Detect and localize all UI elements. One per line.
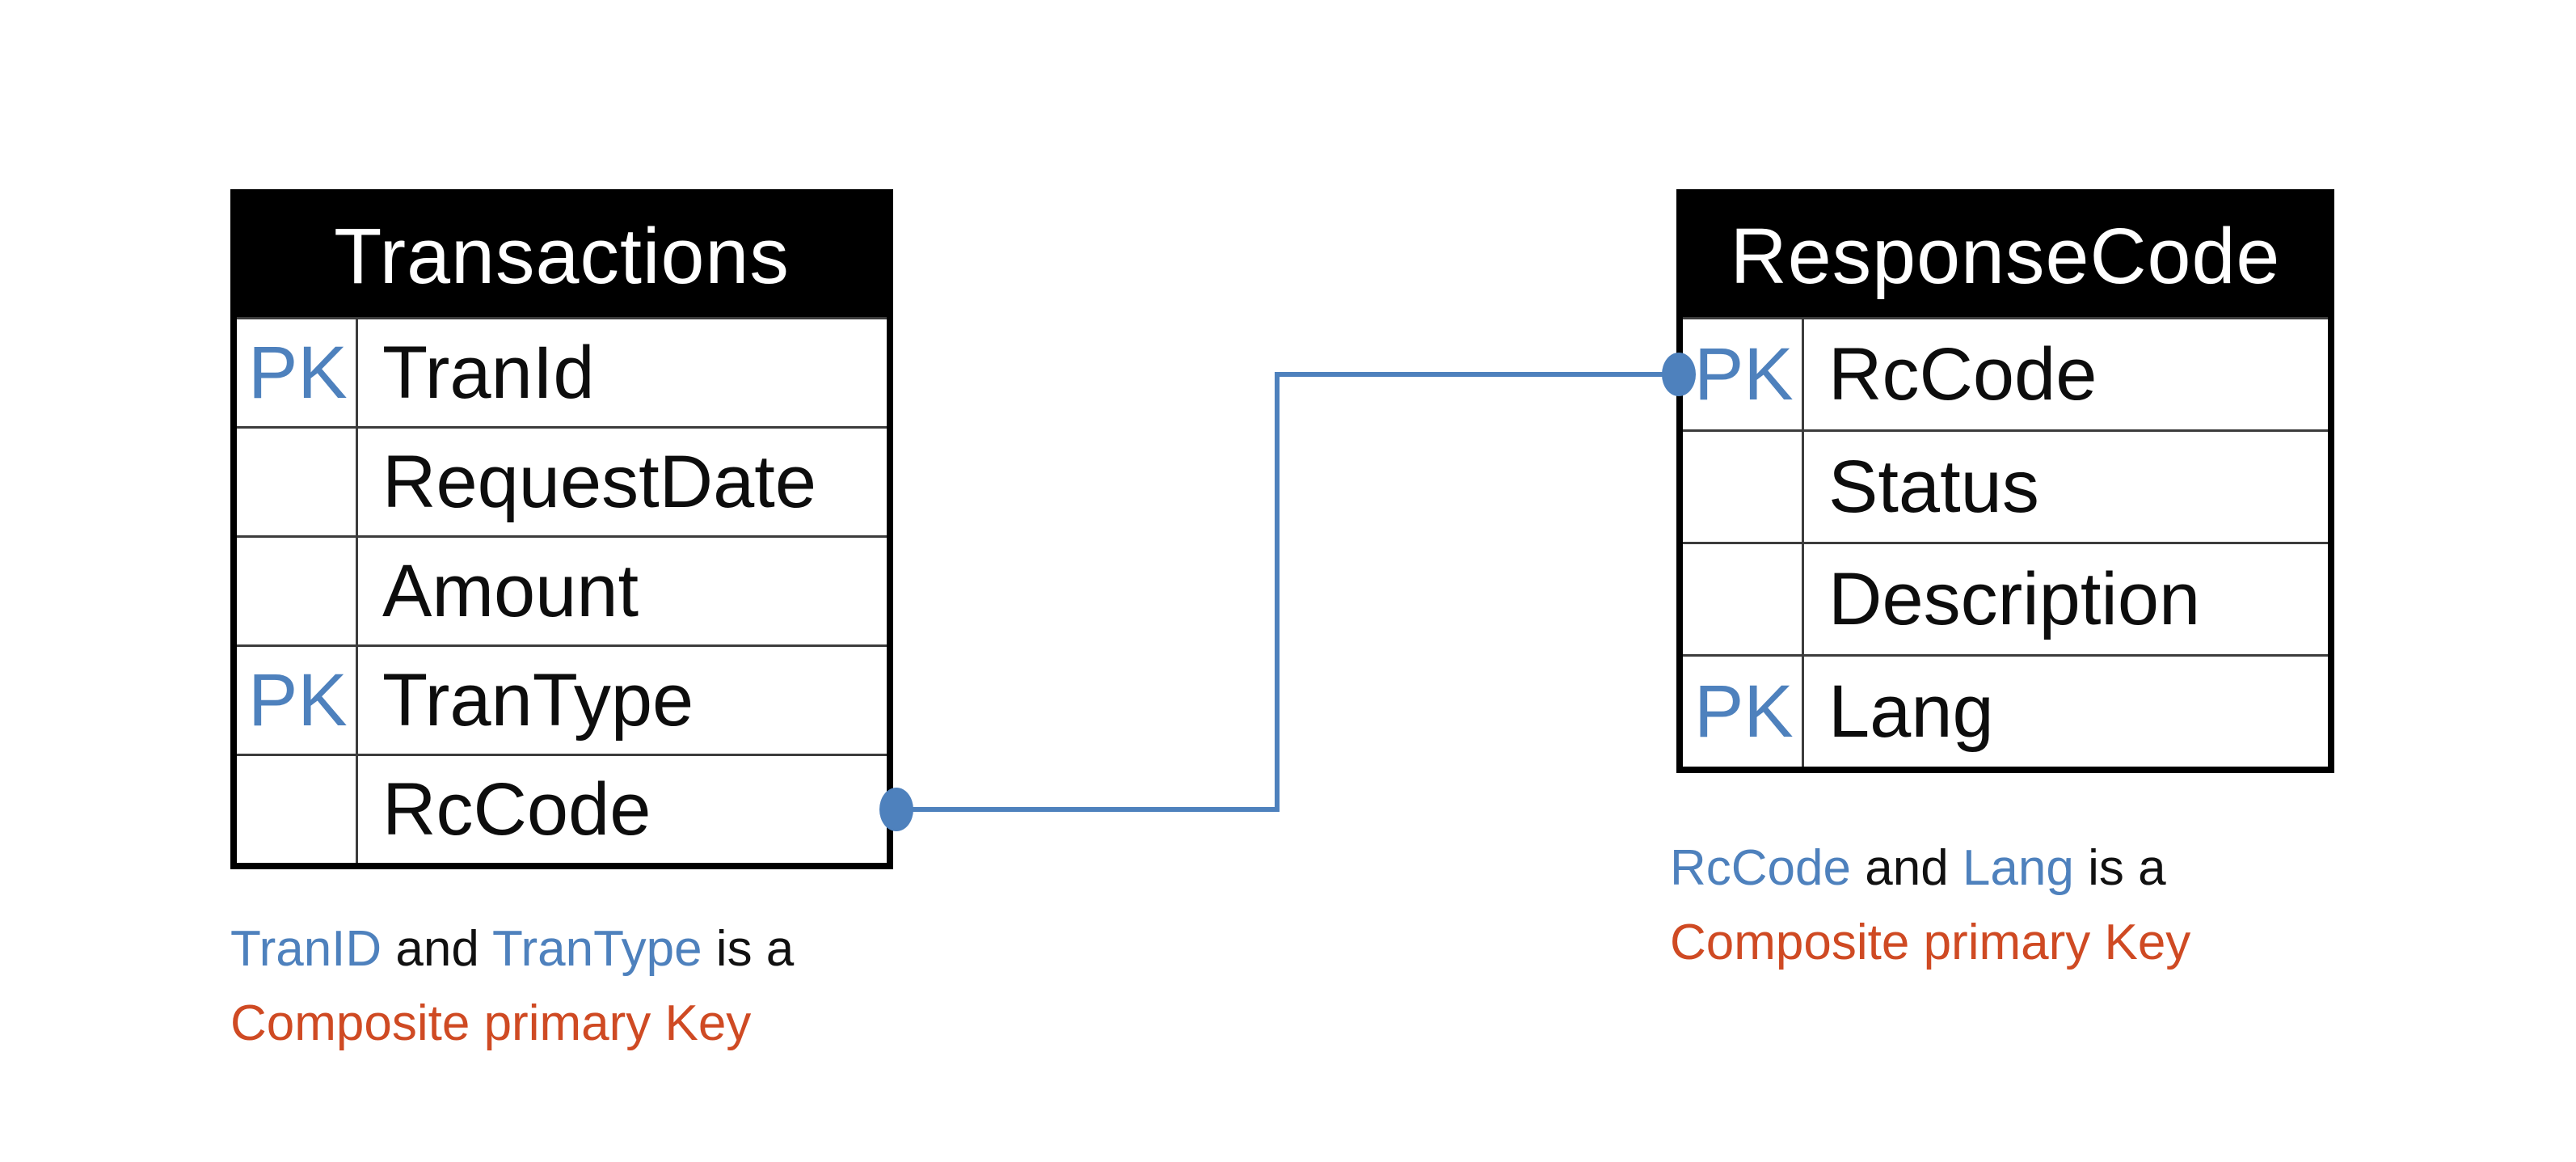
field-cell: Lang [1828, 670, 1994, 753]
pk-cell [237, 756, 358, 863]
field-cell: RcCode [382, 767, 651, 851]
table-row: RequestDate [237, 426, 887, 535]
note-text: and [382, 921, 492, 977]
field-cell: TranType [382, 658, 694, 742]
table-transactions: Transactions PK TranId RequestDate Amoun… [230, 189, 893, 869]
table-responsecode: ResponseCode PK RcCode Status Descriptio… [1676, 189, 2334, 773]
field-cell: TranId [382, 331, 595, 414]
note-line1: RcCode and Lang is a [1670, 831, 2190, 906]
table-transactions-title: Transactions [237, 196, 887, 317]
note-responsecode-composite-key: RcCode and Lang is a Composite primary K… [1670, 831, 2190, 980]
field-cell: RequestDate [382, 440, 816, 523]
pk-cell [1683, 544, 1804, 654]
field-cell: RcCode [1828, 332, 2097, 416]
note-transactions-composite-key: TranID and TranType is a Composite prima… [230, 912, 794, 1061]
table-row: Status [1683, 429, 2328, 542]
note-text: is a [2073, 840, 2166, 896]
note-pk-field: RcCode [1670, 840, 1851, 896]
table-row: PK RcCode [1683, 317, 2328, 429]
note-pk-field: TranID [230, 921, 382, 977]
pk-cell: PK [237, 319, 358, 426]
table-row: PK Lang [1683, 654, 2328, 767]
note-line2: Composite primary Key [1670, 915, 2191, 970]
field-cell: Description [1828, 557, 2201, 640]
note-pk-field: TranType [491, 921, 702, 977]
table-row: Amount [237, 535, 887, 644]
note-text: and [1851, 840, 1963, 896]
note-line1: TranID and TranType is a [230, 912, 794, 987]
pk-cell [1683, 432, 1804, 542]
connector-line [893, 372, 1676, 812]
note-text: is a [702, 921, 795, 977]
pk-cell [237, 538, 358, 644]
table-row: PK TranId [237, 317, 887, 426]
pk-cell: PK [237, 647, 358, 754]
pk-cell: PK [1683, 319, 1804, 429]
pk-cell [237, 429, 358, 535]
note-pk-field: Lang [1962, 840, 2074, 896]
table-row: Description [1683, 542, 2328, 654]
field-cell: Amount [382, 549, 639, 632]
field-cell: Status [1828, 445, 2039, 528]
table-responsecode-title: ResponseCode [1683, 196, 2328, 317]
note-line2: Composite primary Key [230, 995, 752, 1051]
table-row: RcCode [237, 754, 887, 863]
table-row: PK TranType [237, 644, 887, 754]
pk-cell: PK [1683, 657, 1804, 767]
